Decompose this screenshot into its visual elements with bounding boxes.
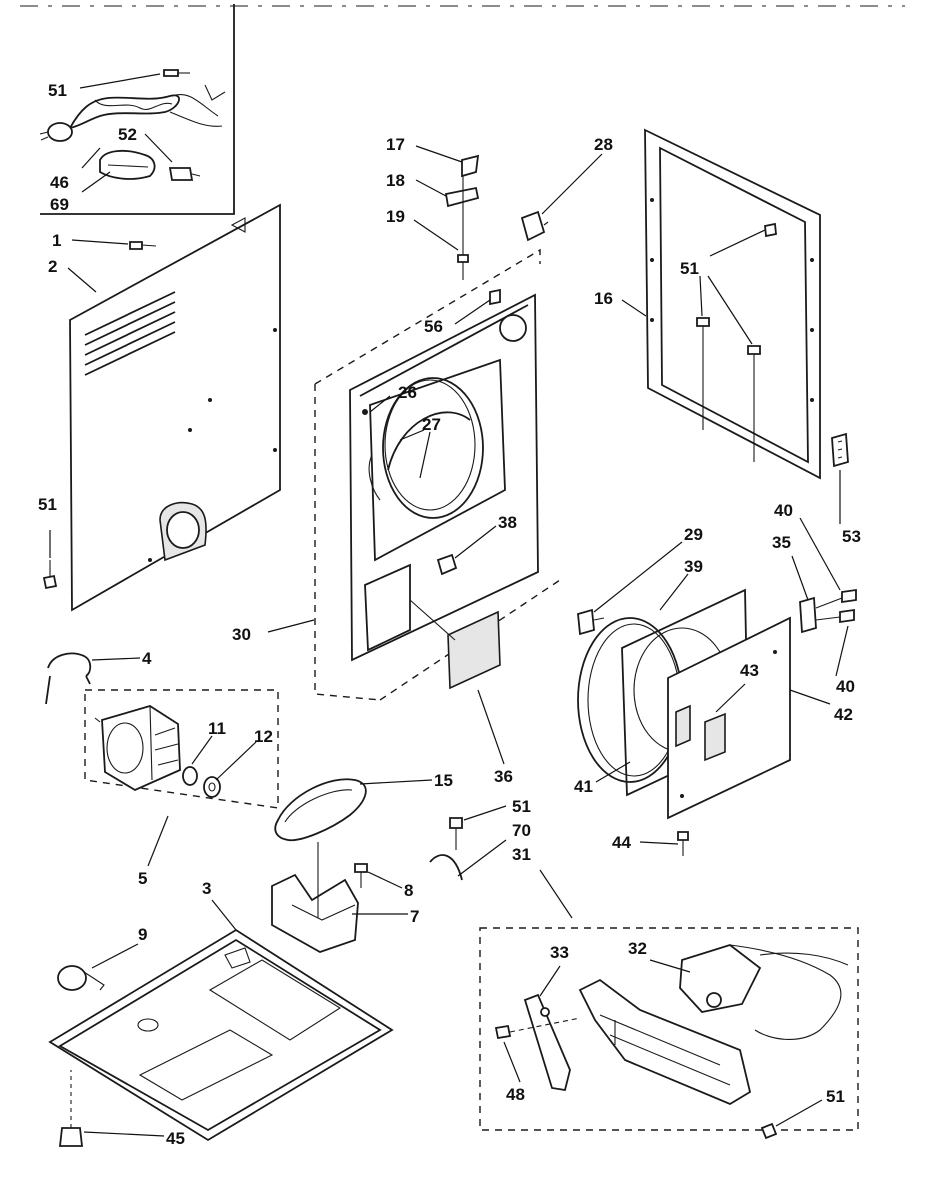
label-31: 31 [512,845,531,864]
label-11: 11 [208,719,226,738]
label-40a: 40 [774,501,793,520]
wire-70 [429,854,463,881]
label-12: 12 [254,727,273,746]
vent-louvers [84,291,176,376]
latch-bracket-18 [444,186,480,208]
label-70: 70 [512,821,531,840]
label-1: 1 [52,231,61,250]
heater-assembly-dashed-box [479,927,859,1131]
label-51e: 51 [826,1087,845,1106]
label-7: 7 [410,907,419,926]
washer-12 [203,776,221,798]
label-42: 42 [834,705,853,724]
label-3: 3 [202,879,211,898]
screw-51-lower-left [42,560,58,590]
label-56: 56 [424,317,443,336]
motor-assembly-dashed-box [84,689,279,809]
label-30: 30 [232,625,251,644]
screw-51-bottom-right [760,1122,778,1140]
label-48: 48 [506,1085,525,1104]
part-labels: 51 46 69 52 1 2 51 17 18 19 56 26 27 38 … [38,81,861,1148]
label-28: 28 [594,135,613,154]
label-16: 16 [594,289,613,308]
label-40b: 40 [836,677,855,696]
cord-screw [163,69,190,77]
motor [94,705,181,792]
leader-lines [49,73,849,1137]
rear-screws-51 [696,222,777,462]
door-seal-27 [387,411,471,471]
screw-8 [354,863,368,888]
label-27: 27 [422,415,441,434]
label-53: 53 [842,527,861,546]
label-51b: 51 [38,495,57,514]
pulley-11 [182,766,198,786]
label-46: 46 [50,173,69,192]
inset-border [40,4,235,215]
front-panel [349,293,539,662]
power-cord-inset [39,4,235,215]
label-39: 39 [684,557,703,576]
label-69: 69 [50,195,69,214]
label-29: 29 [684,525,703,544]
front-clip-56 [489,288,501,306]
label-51d: 51 [512,797,531,816]
screw-19 [457,254,469,280]
label-26: 26 [398,383,417,402]
label-4: 4 [142,649,152,668]
label-32: 32 [628,939,647,958]
screw-51-mid [449,817,463,850]
filter-leader-line [409,599,456,641]
label-51c: 51 [680,259,699,278]
label-8: 8 [404,881,413,900]
screw-44 [677,831,689,856]
screw-1 [129,241,157,250]
clamp-4 [45,652,92,705]
label-19: 19 [386,207,405,226]
rear-frame [644,128,821,480]
idler-bracket-7 [271,842,359,953]
label-43: 43 [740,661,759,680]
power-cord [39,84,226,142]
strain-relief [99,149,156,180]
front-cover-42 [667,616,791,820]
foot-9 [57,965,105,991]
drive-belt-15 [274,778,367,842]
label-33: 33 [550,943,569,962]
label-17: 17 [386,135,405,154]
clip-28 [520,210,549,242]
front-assembly-dashed-outline [314,248,541,701]
label-15: 15 [434,771,453,790]
label-38: 38 [498,513,517,532]
gas-valve-32 [679,944,849,1041]
label-41: 41 [574,777,593,796]
base-panel-3 [48,928,394,1142]
screw-35-40 [799,588,857,634]
burner-assembly [578,978,752,1106]
label-5: 5 [138,869,147,888]
door-switch-38 [436,553,458,576]
label-45: 45 [166,1129,185,1148]
terminal-block [168,167,201,181]
label-2: 2 [48,257,57,276]
rear-clip-53 [831,432,849,468]
label-36: 36 [494,767,513,786]
clip-29 [577,608,605,636]
label-35: 35 [772,533,791,552]
label-18: 18 [386,171,405,190]
thermostat-33 [523,993,571,1092]
top-panel [69,203,281,612]
screw-48 [494,1017,581,1040]
label-9: 9 [138,925,147,944]
label-51a: 51 [48,81,67,100]
lint-filter-36 [447,610,501,690]
label-44: 44 [612,833,631,852]
label-52: 52 [118,125,137,144]
latch-17 [461,154,480,178]
leveling-leg-45 [58,1070,84,1147]
